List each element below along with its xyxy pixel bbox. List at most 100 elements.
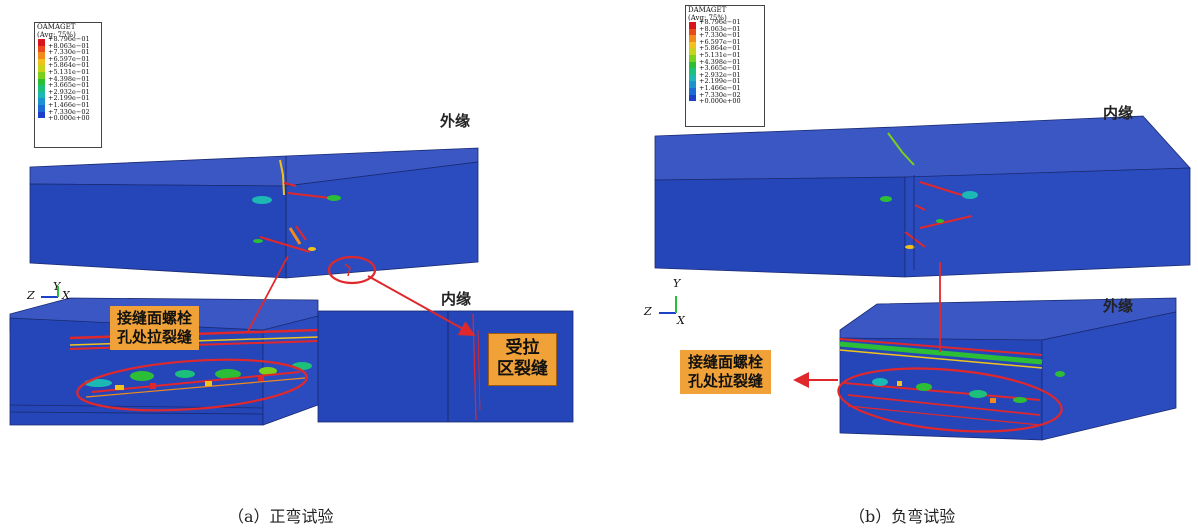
panel-a-joint-block [9,297,319,426]
legend-value: +4.398e−01 [699,57,741,66]
panel-a-upper-beam [29,147,479,285]
panel-a-axis-x: X [62,289,70,302]
legend-value: +2.199e−01 [48,94,90,103]
legend-swatch [689,94,696,102]
panel-a-damage-marks [252,159,351,277]
panel-b-damage-marks [880,175,978,270]
panel-a-bolt-hole-damage [84,362,312,398]
panel-b-joint-block [837,297,1177,441]
legend-row: +2.199e−01 [35,94,101,105]
callout-line-1: 接缝面螺栓 [688,353,764,371]
legend-value: +6.597e−01 [699,37,741,46]
panel-b-inner-label: 内缘 [1103,104,1134,122]
legend-swatch [38,98,45,105]
legend-row: +1.466e−01 [686,83,764,95]
legend-swatch [689,41,696,49]
panel-a-axis-triad [41,286,59,298]
panel-a-bolt-crack-ellipse [76,358,308,412]
legend-b-title-1: DAMAGET [688,6,727,14]
legend-value: +8.063e−01 [699,24,741,33]
legend-row: +1.466e−01 [35,100,101,112]
callout-line-1: 受拉 [505,338,540,358]
legend-value: +1.466e−01 [699,83,741,92]
legend-swatch [689,81,696,88]
legend-row: +6.597e−01 [686,37,764,49]
legend-swatch [689,28,696,36]
legend-row: +7.330e−01 [35,48,101,59]
panel-b-upper-beam [654,115,1191,278]
panel-b-axis-z: Z [644,305,652,318]
legend-row: +8.796e−01 [686,18,764,29]
panel-b-bolt-crack-ellipse [837,367,1063,433]
panel-b-bolt-crack-callout: 接缝面螺栓 孔处拉裂缝 [680,350,772,394]
legend-row: +8.063e−01 [35,41,101,53]
legend-value: +7.330e−02 [699,90,741,99]
panel-a-tension-crack-callout: 受拉 区裂缝 [488,333,557,386]
callout-line-1: 接缝面螺栓 [117,309,193,327]
legend-swatch [38,58,45,66]
legend-swatch [689,87,696,95]
legend-a-title-2: (Avg: 75%) [37,31,76,39]
legend-row: +3.665e−01 [686,64,764,75]
panel-b-caption: （b）负弯试验 [849,507,956,526]
callout-line-2: 孔处拉裂缝 [117,327,193,346]
panel-a-bolt-crack-callout: 接缝面螺栓 孔处拉裂缝 [110,306,200,350]
legend-swatch [38,85,45,92]
legend-swatch [38,65,45,72]
legend-value: +8.796e−01 [699,18,741,26]
legend-row: +7.330e−01 [686,31,764,42]
panel-b-bolt-hole-damage [843,378,1041,426]
legend-value: +8.063e−01 [48,41,90,50]
panel-b-axis-x: X [677,314,685,327]
legend-value: +6.597e−01 [48,54,90,63]
legend-row: +2.199e−01 [686,77,764,88]
legend-swatch [689,74,696,82]
panel-a-inner-label: 内缘 [441,290,472,308]
legend-value: +0.000e+00 [699,97,741,106]
legend-swatch [38,39,45,46]
legend-value: +2.932e−01 [48,87,90,96]
legend-swatch [689,54,696,62]
callout-line-2: 孔处拉裂缝 [688,371,764,390]
legend-value: +3.665e−01 [48,81,90,90]
legend-swatch [38,52,45,59]
legend-value: +3.665e−01 [699,64,741,73]
panel-b [654,115,1191,441]
panel-a-tension-crack-ellipse [327,255,377,285]
legend-value: +5.131e−01 [48,67,90,76]
legend-swatch [38,111,45,119]
legend-value: +7.330e−01 [48,48,90,57]
panel-b-axis-y: Y [673,277,681,290]
legend-value: +1.466e−01 [48,100,90,109]
legend-b-scale: +8.796e−01+8.063e−01+7.330e−01+6.597e−01… [686,18,764,108]
legend-value: +7.330e−02 [48,107,90,116]
legend-value: +5.131e−01 [699,50,741,59]
legend-b-title-2: (Avg: 75%) [688,14,727,22]
legend-row: +5.864e−01 [686,44,764,55]
legend-row: +5.864e−01 [35,61,101,72]
legend-swatch [689,35,696,42]
panel-a-caption: （a）正弯试验 [228,507,334,526]
legend-value: +2.932e−01 [699,70,741,79]
panel-a-axis-z: Z [27,289,35,302]
legend-row: +0.000e+00 [686,97,764,108]
panel-a [9,147,574,426]
legend-swatch [689,48,696,55]
legend-row: +3.665e−01 [35,81,101,92]
legend-value: +0.000e+00 [48,114,90,123]
callout-line-2: 区裂缝 [497,359,548,380]
legend-row: +4.398e−01 [686,57,764,69]
panel-a-outer-label: 外缘 [440,112,471,130]
legend-value: +2.199e−01 [699,77,741,86]
legend-row: +7.330e−02 [686,90,764,102]
legend-swatch [689,68,696,75]
legend-row: +5.131e−01 [35,67,101,79]
legend-value: +5.864e−01 [699,44,741,53]
panel-a-axis-y: Y [53,280,61,293]
legend-swatch [38,91,45,99]
legend-value: +7.330e−01 [699,31,741,40]
panel-b-legend: DAMAGET (Avg: 75%) +8.796e−01+8.063e−01+… [685,5,765,127]
panel-b-leader-lines [793,262,941,388]
legend-value: +5.864e−01 [48,61,90,70]
